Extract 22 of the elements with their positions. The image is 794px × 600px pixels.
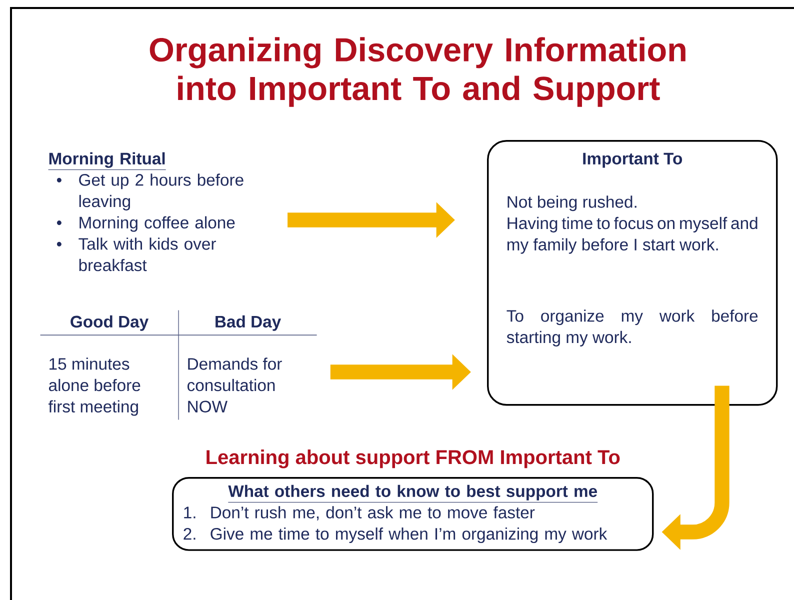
box-text: Having time to focus on myself and my family before I start work. [507,216,758,254]
rounded-box [487,140,778,406]
box-heading: What others need to know to best support me [228,484,598,503]
list-item: 2. Give me time to myself when I’m organizing my work [184,528,608,544]
table-header-cell: Bad Day [216,315,282,331]
box-heading: Important To [583,152,682,168]
bullet: • [56,220,62,226]
list-item: Talk with kids over breakfast [78,238,216,272]
section-heading: Learning about support FROM Important To [206,450,620,468]
list-item: 1. Don’t rush me, don’t ask me to move faster [184,506,535,520]
box-text: To organize my work before starting my work. [506,310,758,346]
bullet: • [56,242,62,246]
rounded-box [172,450,654,551]
box-text: Not being rushed. [508,196,636,212]
bullet: • [56,178,62,182]
title: Organizing Discovery Information into Important To and Support [150,37,686,107]
table-cell: 15 minutes alone before first meeting [48,358,140,416]
list-item: Morning coffee alone [80,216,235,232]
table-cell: Demands for consultation NOW [188,358,282,412]
list-item: Get up 2 hours before leaving [79,174,244,210]
list-heading: Morning Ritual [48,152,166,170]
table-header-cell: Good Day [70,315,149,331]
